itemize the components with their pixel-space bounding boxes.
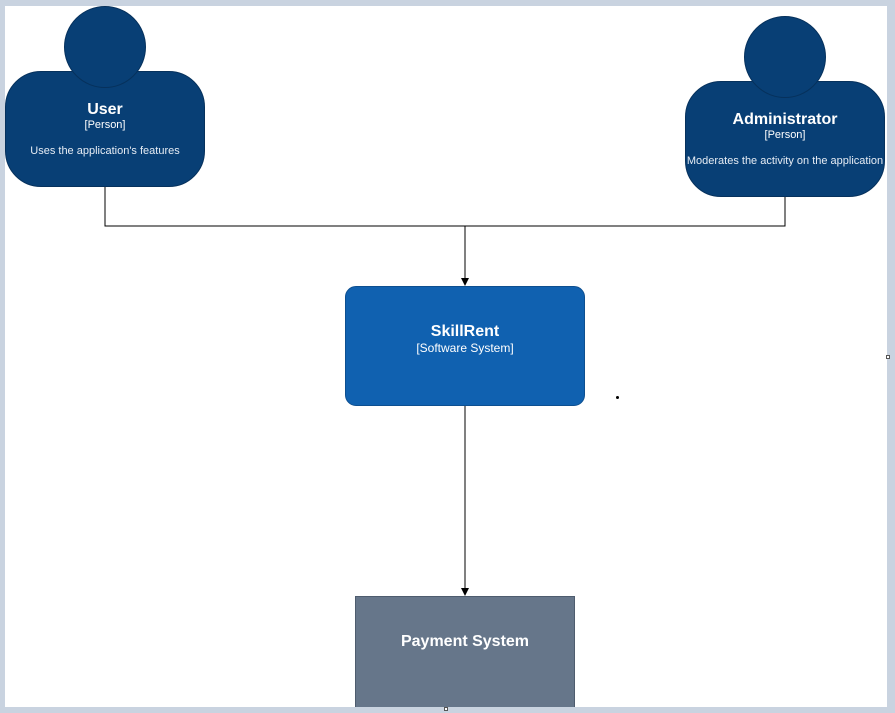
person-user-description: Uses the application's features	[30, 145, 180, 157]
person-user-tech: [Person]	[84, 119, 126, 131]
person-user-body[interactable]: User [Person] Uses the application's fea…	[5, 71, 205, 187]
person-administrator-body[interactable]: Administrator [Person] Moderates the act…	[685, 81, 885, 197]
person-administrator-head[interactable]	[744, 16, 826, 98]
person-administrator-tech: [Person]	[764, 129, 806, 141]
person-user-title: User	[87, 101, 123, 118]
edge-user-to-skillrent[interactable]	[104, 186, 469, 286]
resize-handle-bottom[interactable]	[444, 707, 448, 711]
diagram-canvas[interactable]: User [Person] Uses the application's fea…	[5, 6, 887, 707]
external-system-title: Payment System	[400, 633, 530, 650]
stray-point	[616, 396, 619, 399]
edge-administrator-to-skillrent[interactable]	[465, 196, 786, 227]
software-system-skillrent[interactable]: SkillRent [Software System]	[345, 286, 585, 406]
person-administrator-description: Moderates the activity on the applicatio…	[686, 155, 884, 167]
software-system-title: SkillRent	[430, 323, 500, 340]
person-administrator-title: Administrator	[732, 111, 838, 128]
person-user-head[interactable]	[64, 6, 146, 88]
edges-layer	[104, 186, 786, 596]
external-system-payment[interactable]: Payment System	[355, 596, 575, 707]
resize-handle-right[interactable]	[886, 355, 890, 359]
software-system-tech: [Software System]	[416, 341, 514, 355]
